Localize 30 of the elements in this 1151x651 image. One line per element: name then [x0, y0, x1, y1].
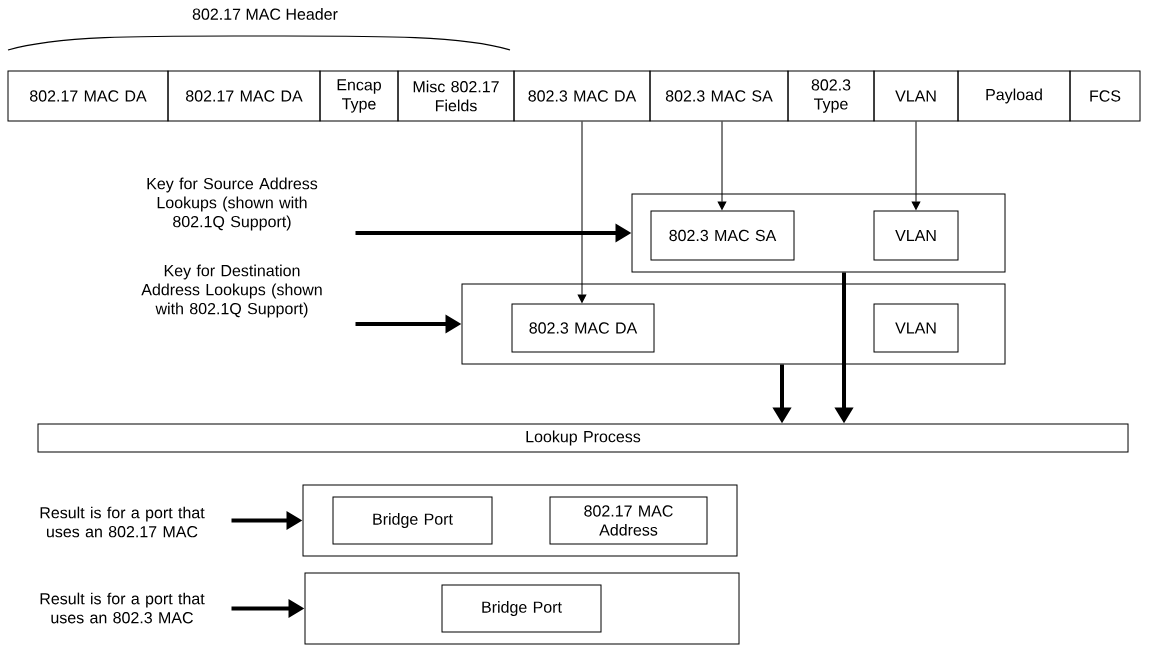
header-label: 802.17 MAC Header: [192, 8, 338, 20]
field-cell: 802.17 MAC DA: [167, 70, 321, 122]
field-box: 802.17 MAC Address: [549, 496, 708, 545]
field-cell: Misc 802.17 Fields: [397, 70, 515, 122]
field-box: VLAN: [873, 210, 959, 261]
arrow: [911, 121, 921, 210]
field-box: Bridge Port: [441, 584, 602, 633]
note-text: Key for Destination Address Lookups (shown with 802.1Q Support): [141, 264, 322, 318]
field-cell: FCS: [1069, 70, 1141, 122]
field-box: VLAN: [873, 303, 959, 353]
key-box: [461, 283, 1006, 365]
field-box: 802.3 MAC SA: [650, 210, 795, 261]
field-box: 802.3 MAC DA: [511, 303, 655, 353]
arrow: [577, 121, 587, 303]
field-cell: 802.17 MAC DA: [7, 70, 169, 122]
field-cell: 802.3 MAC SA: [649, 70, 789, 122]
field-cell: Encap Type: [319, 70, 399, 122]
field-cell: 802.3 Type: [787, 70, 875, 122]
key-box: [631, 193, 1006, 273]
process-bar: Lookup Process: [37, 423, 1129, 453]
field-cell: Payload: [957, 70, 1071, 122]
field-box: Bridge Port: [332, 496, 493, 545]
field-cell: VLAN: [873, 70, 959, 122]
note-text: Key for Source Address Lookups (shown with 802.1Q Support): [147, 177, 318, 231]
arrow: [717, 121, 727, 210]
note-text: Result is for a port that uses an 802.3 MAC: [40, 592, 205, 624]
result-box: [302, 484, 738, 557]
result-box: [304, 572, 740, 645]
field-cell: 802.3 MAC DA: [513, 70, 651, 122]
note-text: Result is for a port that uses an 802.17 MAC: [40, 506, 205, 538]
